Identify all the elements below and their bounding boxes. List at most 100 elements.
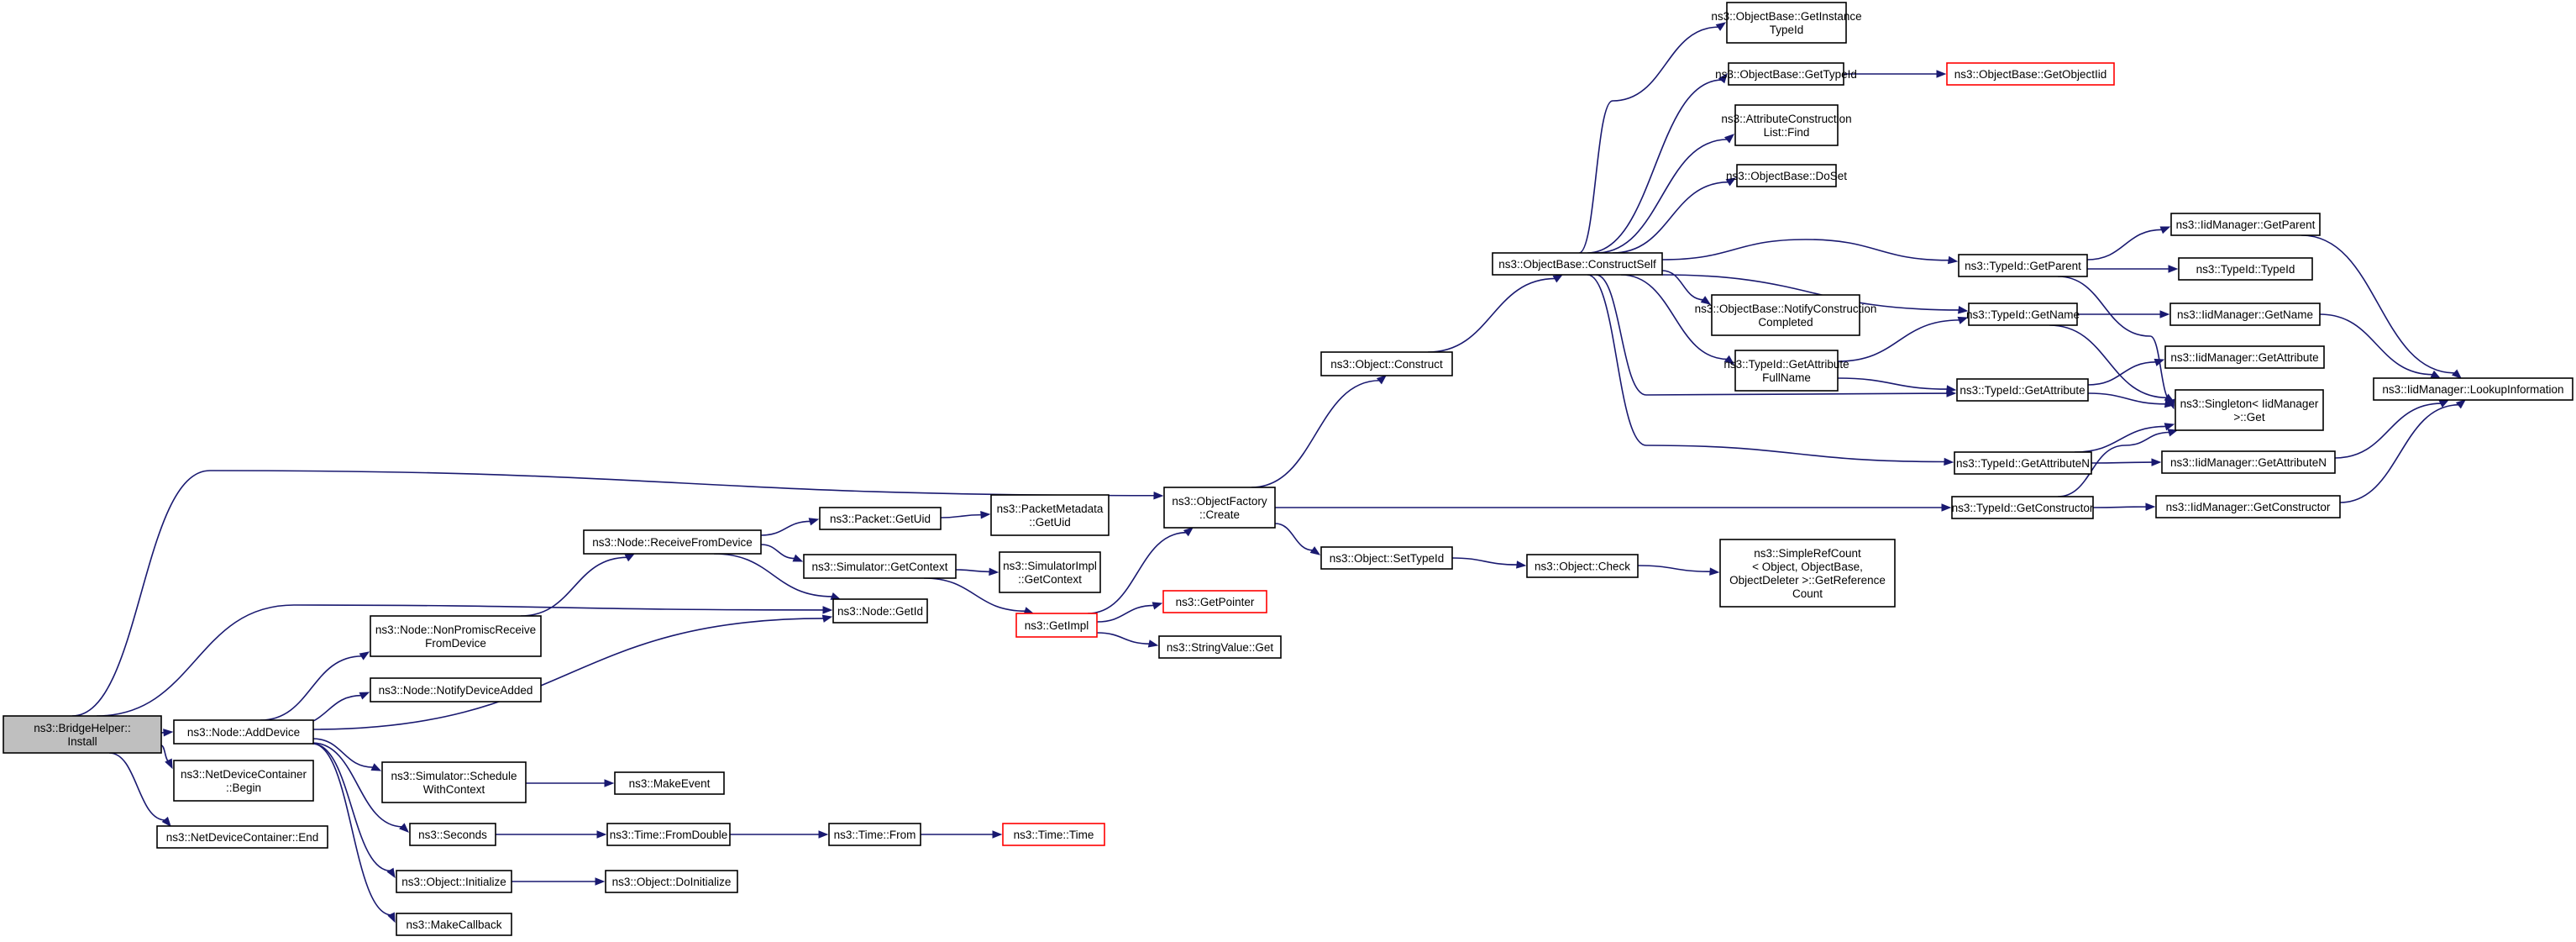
node-label: ns3::TypeId::GetAttribute	[1723, 358, 1849, 371]
node-label: ns3::TypeId::GetAttributeN	[1956, 457, 2090, 470]
node-typeidgetname[interactable]: ns3::TypeId::GetName	[1966, 303, 2080, 326]
node-label: ns3::GetPointer	[1176, 596, 1255, 608]
arrowhead	[821, 614, 833, 623]
node-constructself[interactable]: ns3::ObjectBase::ConstructSelf	[1492, 252, 1663, 276]
edge-constructself-to-doset	[1612, 177, 1737, 254]
node-iidgetname[interactable]: ns3::IidManager::GetName	[2169, 303, 2321, 326]
node-label: ns3::Node::NotifyDeviceAdded	[379, 684, 533, 697]
node-simplerefcount[interactable]: ns3::SimpleRefCount< Object, ObjectBase,…	[1719, 539, 1896, 608]
arrowhead	[1709, 567, 1720, 576]
node-makecallback[interactable]: ns3::MakeCallback	[396, 913, 512, 936]
node-getpointer[interactable]: ns3::GetPointer	[1162, 590, 1267, 613]
node-label: ns3::StringValue::Get	[1167, 641, 1274, 654]
node-timefromdouble[interactable]: ns3::Time::FromDouble	[606, 823, 731, 846]
node-objconstruct[interactable]: ns3::Object::Construct	[1320, 351, 1453, 376]
edge-constructself-to-getattrfullname	[1620, 274, 1735, 365]
node-doset[interactable]: ns3::ObjectBase::DoSet	[1726, 164, 1847, 187]
node-typeidtypeid[interactable]: ns3::TypeId::TypeId	[2178, 257, 2313, 281]
arrowhead	[1700, 296, 1712, 305]
node-ndcbegin[interactable]: ns3::NetDeviceContainer::Begin	[173, 760, 314, 802]
node-receivefromdevice[interactable]: ns3::Node::ReceiveFromDevice	[583, 529, 762, 555]
node-label: ::GetContext	[1018, 573, 1082, 586]
node-typeidgetparent[interactable]: ns3::TypeId::GetParent	[1958, 254, 2088, 277]
node-box	[1734, 104, 1839, 146]
node-objsettypeid[interactable]: ns3::Object::SetTypeId	[1320, 546, 1453, 570]
node-timefrom[interactable]: ns3::Time::From	[828, 823, 921, 846]
arrowhead	[1723, 134, 1735, 144]
node-label: ns3::Simulator::Schedule	[391, 770, 517, 782]
node-nodegetid[interactable]: ns3::Node::GetId	[832, 598, 928, 624]
arrowhead	[387, 912, 396, 924]
edge-getimpl-to-objfactorycreate	[1087, 527, 1194, 614]
arrowhead	[161, 816, 171, 828]
node-timetime[interactable]: ns3::Time::Time	[1002, 823, 1105, 846]
node-seconds[interactable]: ns3::Seconds	[409, 823, 496, 846]
arrowhead	[1944, 457, 1954, 466]
node-box	[173, 760, 314, 802]
node-notifyadded[interactable]: ns3::Node::NotifyDeviceAdded	[370, 677, 542, 703]
node-objdoinit[interactable]: ns3::Object::DoInitialize	[605, 870, 738, 893]
node-label: ns3::NetDeviceContainer	[181, 768, 307, 781]
node-typeidgetattribute[interactable]: ns3::TypeId::GetAttribute	[1956, 378, 2089, 402]
node-iidlookupinfo[interactable]: ns3::IidManager::LookupInformation	[2373, 377, 2573, 401]
node-objcheck[interactable]: ns3::Object::Check	[1526, 554, 1639, 578]
node-packetgetuid[interactable]: ns3::Packet::GetUid	[819, 507, 942, 530]
node-label: ns3::IidManager::GetName	[2177, 308, 2313, 321]
edge-install-to-nodegetid	[96, 604, 833, 717]
edge-iidgetattributen-to-iidlookupinfo	[2334, 399, 2450, 459]
node-simimplgetcontext[interactable]: ns3::SimulatorImpl::GetContext	[999, 551, 1101, 593]
node-stringvalueget[interactable]: ns3::StringValue::Get	[1158, 635, 1282, 659]
arrowhead	[2164, 423, 2175, 431]
edge-objfactorycreate-to-typeidgetconstructor	[1275, 503, 1952, 512]
node-box	[1158, 635, 1282, 659]
edge-simgetcontext-to-simimplgetcontext	[955, 567, 999, 576]
node-label: ns3::ObjectFactory	[1172, 495, 1267, 508]
edge-adddevice-to-objinit	[312, 743, 396, 879]
node-typeidgetconstructor[interactable]: ns3::TypeId::GetConstructor	[1951, 496, 2094, 519]
node-iidgetattributen[interactable]: ns3::IidManager::GetAttributeN	[2161, 450, 2336, 474]
node-label: ns3::ObjectBase::NotifyConstruction	[1695, 303, 1877, 315]
node-pktmetagetuid[interactable]: ns3::PacketMetadata::GetUid	[990, 494, 1110, 536]
node-typeidgetattributen[interactable]: ns3::TypeId::GetAttributeN	[1954, 451, 2092, 475]
node-box	[2373, 377, 2573, 401]
node-makeevent[interactable]: ns3::MakeEvent	[614, 771, 725, 795]
node-objfactorycreate[interactable]: ns3::ObjectFactory::Create	[1163, 487, 1276, 529]
arrowhead	[2159, 310, 2170, 318]
node-label: ns3::IidManager::GetAttributeN	[2170, 456, 2327, 469]
edge-timefrom-to-timetime	[920, 830, 1003, 839]
node-objinit[interactable]: ns3::Object::Initialize	[396, 870, 512, 893]
node-getobjectiid[interactable]: ns3::ObjectBase::GetObjectIid	[1946, 62, 2115, 86]
node-notifyconstr[interactable]: ns3::ObjectBase::NotifyConstructionCompl…	[1695, 294, 1877, 336]
arrowhead	[1152, 602, 1163, 610]
node-install[interactable]: ns3::BridgeHelper::Install	[3, 715, 162, 754]
node-label: ns3::Object::DoInitialize	[612, 876, 732, 888]
edge-getimpl-to-stringvalueget	[1096, 632, 1159, 648]
arrowhead	[359, 692, 370, 700]
node-iidgetattribute[interactable]: ns3::IidManager::GetAttribute	[2164, 345, 2325, 369]
node-iidgetconstructor[interactable]: ns3::IidManager::GetConstructor	[2155, 495, 2341, 518]
node-box	[2178, 257, 2313, 281]
node-adddevice[interactable]: ns3::Node::AddDevice	[173, 719, 314, 745]
node-box	[1946, 62, 2115, 86]
node-label: ns3::SimulatorImpl	[1003, 560, 1097, 572]
node-ndcend[interactable]: ns3::NetDeviceContainer::End	[156, 825, 328, 849]
node-label: ns3::MakeEvent	[629, 777, 711, 790]
edge-receivefromdevice-to-simgetcontext	[760, 544, 804, 562]
edge-constructself-to-attrconstrfind	[1595, 134, 1735, 254]
node-objbasegettypeid[interactable]: ns3::ObjectBase::GetTypeId	[1715, 62, 1857, 86]
node-label: ns3::IidManager::LookupInformation	[2382, 383, 2563, 396]
node-label: ns3::MakeCallback	[406, 918, 501, 931]
node-box	[370, 677, 542, 703]
node-getimpl[interactable]: ns3::GetImpl	[1015, 613, 1098, 638]
edge-constructself-to-getinstancetypeid	[1578, 22, 1727, 254]
edge-getattrfullname-to-typeidgetname	[1837, 316, 1969, 362]
node-simgetcontext[interactable]: ns3::Simulator::GetContext	[803, 554, 957, 579]
node-label: Count	[1792, 587, 1823, 600]
node-iidgetparent[interactable]: ns3::IidManager::GetParent	[2170, 213, 2321, 236]
node-singletonget[interactable]: ns3::Singleton< IidManager>::Get	[2175, 389, 2324, 431]
